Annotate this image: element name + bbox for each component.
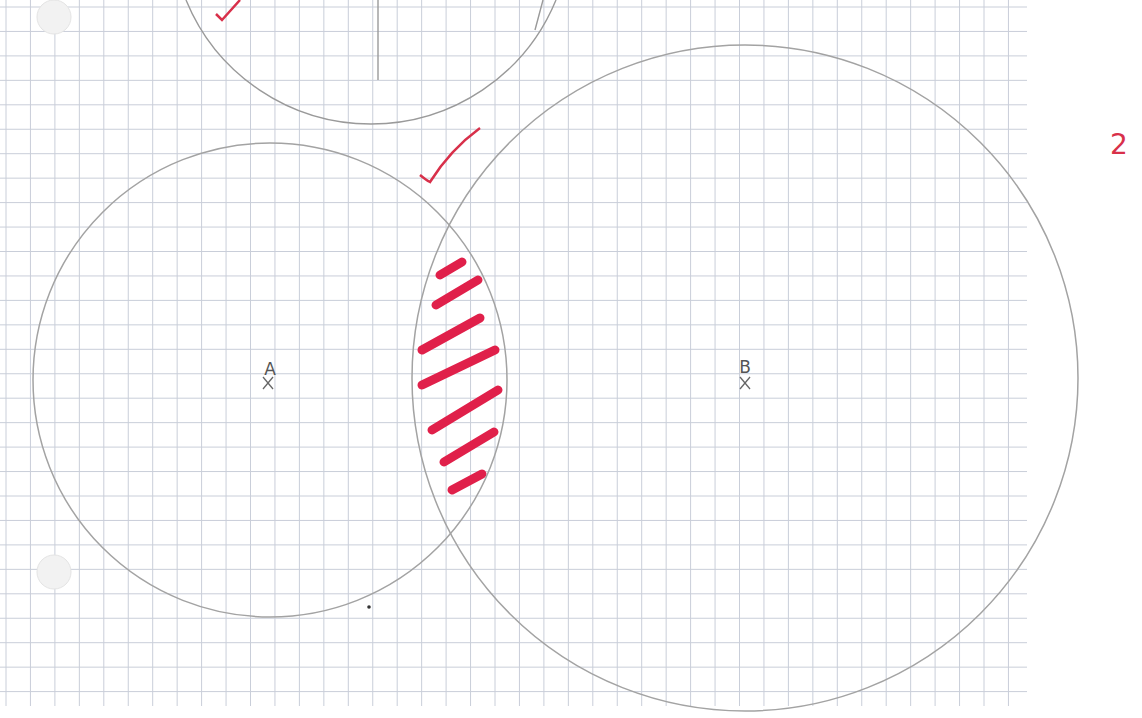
circle-outline: [32, 142, 508, 618]
score-mark: 2: [1110, 128, 1128, 161]
punch-hole: [37, 0, 71, 34]
check-mark: [216, 0, 240, 20]
set-circle: B: [411, 44, 1079, 712]
set-circle: A: [32, 142, 508, 618]
point-label: B: [739, 357, 751, 377]
check-mark: [420, 128, 480, 182]
punch-hole: [37, 555, 71, 589]
radius-line: [377, 0, 378, 80]
point-label: A: [264, 359, 276, 379]
dot: [367, 605, 371, 609]
circle-outline: [411, 44, 1079, 712]
chord-line: [535, 0, 543, 30]
top-circle: [186, 0, 556, 124]
hatching: [422, 262, 498, 490]
